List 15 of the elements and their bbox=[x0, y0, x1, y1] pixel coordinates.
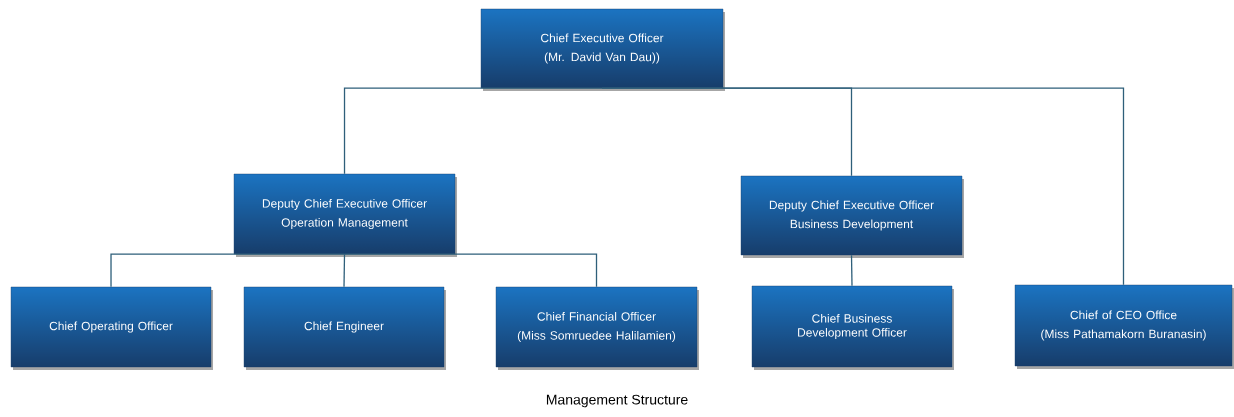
org-box: Chief Financial Officer (Miss Somruedee Halilamien) bbox=[495, 286, 699, 370]
org-box: Deputy Chief Executive Officer Operation Management bbox=[233, 173, 457, 257]
org-box: Deputy Chief Executive Officer Business Development bbox=[740, 175, 964, 258]
connector-line bbox=[343, 87, 603, 175]
org-box: Chief Executive Officer (Mr. David Van Dau)) bbox=[480, 8, 725, 91]
org-box: Chief Engineer bbox=[243, 286, 446, 370]
org-box: Chief Business Development Officer bbox=[751, 285, 954, 370]
connector-line bbox=[110, 253, 346, 288]
connector-line bbox=[343, 253, 598, 288]
caption: Management Structure bbox=[546, 394, 688, 408]
org-box: Chief Operating Officer bbox=[10, 286, 213, 370]
connector-line bbox=[601, 87, 1125, 286]
org-box: Chief of CEO Office (Miss Pathamakorn Buranasin) bbox=[1014, 284, 1234, 369]
connector-line bbox=[850, 254, 853, 287]
connector-line bbox=[343, 253, 346, 288]
